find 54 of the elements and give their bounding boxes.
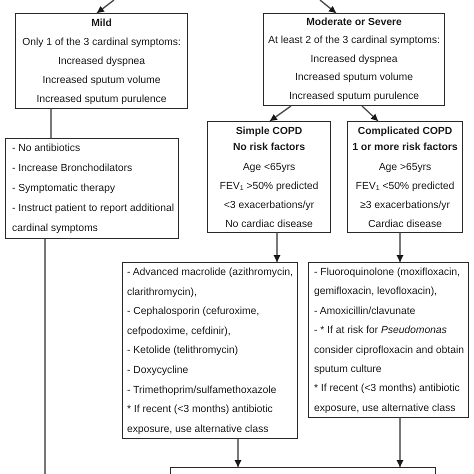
heading-text: Simple COPD	[234, 125, 304, 139]
criteria-text: ≥3 exacerbations/yr	[359, 199, 451, 213]
arrow	[396, 233, 404, 262]
heading-text: 1 or more risk factors	[351, 141, 459, 155]
criteria-text: <3 exacerbations/yr	[222, 199, 316, 213]
arrow	[270, 105, 292, 122]
risk-category-box	[347, 121, 463, 233]
heading-text: Complicated COPD	[356, 125, 454, 139]
severity-box	[263, 13, 445, 106]
cropped-box	[170, 467, 436, 474]
heading-text: Mild	[90, 17, 113, 31]
arrow	[274, 233, 280, 262]
criteria-text: Increased dyspnea	[309, 52, 398, 67]
list-item-text: - * If at risk for Pseudomonas consider ciprofloxacin and obtain sputum culture	[314, 324, 465, 378]
criteria-text: Increased sputum volume	[42, 74, 162, 88]
criteria-text: Increased sputum purulence	[288, 90, 420, 104]
criteria-text: At least 2 of the 3 cardinal symptoms:	[267, 34, 441, 48]
connector-line	[44, 239, 46, 474]
arrow	[361, 105, 379, 122]
list-item-text: - No antibiotics	[12, 142, 82, 156]
list-item-text: - Increase Bronchodilators	[12, 162, 134, 176]
list-item-text: * If recent (<3 months) antibiotic exposure, use alternative class	[314, 382, 461, 416]
treatment-box	[122, 262, 298, 439]
arrow	[96, 0, 114, 14]
criteria-text: FEV$_{1}$ <50% predicted	[354, 180, 456, 194]
arrow	[396, 418, 404, 467]
treatment-box	[308, 262, 469, 418]
list-item-text: - Doxycycline	[127, 364, 190, 378]
list-item-text: - Cephalosporin (cefuroxime, cefpodoxime, cefdinir),	[127, 305, 260, 339]
severity-box	[15, 13, 188, 109]
list-item-text: - Instruct patient to report additional cardinal symptoms	[12, 202, 175, 236]
connector-line	[50, 109, 52, 138]
list-item-text: - Advanced macrolide (azithromycin, clarithromycin),	[127, 266, 294, 300]
arrow	[320, 0, 336, 14]
criteria-text: Increased dyspnea	[56, 55, 146, 69]
risk-category-box	[207, 121, 331, 233]
criteria-text: Increased sputum purulence	[36, 93, 168, 107]
arrow	[234, 439, 242, 467]
criteria-text: Increased sputum volume	[294, 71, 414, 86]
list-item-text: - Symptomatic therapy	[12, 182, 116, 196]
heading-text: No risk factors	[232, 141, 306, 155]
criteria-text: FEV$_{1}$ >50% predicted	[218, 180, 320, 194]
criteria-text: Only 1 of the 3 cardinal symptoms:	[21, 36, 182, 50]
list-item-text: - Trimethoprim/sulfamethoxazole	[127, 384, 278, 398]
criteria-text: Age <65yrs	[242, 161, 296, 175]
list-item-text: - Fluoroquinolone (moxifloxacin, gemifloxacin, levofloxacin),	[314, 266, 461, 300]
list-item-text: - Ketolide (telithromycin)	[127, 344, 240, 358]
criteria-text: No cardiac disease	[224, 218, 314, 232]
list-item-text: - Amoxicillin/clavunate	[314, 304, 416, 319]
treatment-box	[5, 138, 179, 239]
heading-text: Moderate or Severe	[305, 16, 403, 30]
criteria-text: Cardiac disease	[367, 218, 443, 232]
list-item-text: * If recent (<3 months) antibiotic exposure, use alternative class	[127, 403, 274, 437]
criteria-text: Age >65yrs	[378, 161, 432, 175]
